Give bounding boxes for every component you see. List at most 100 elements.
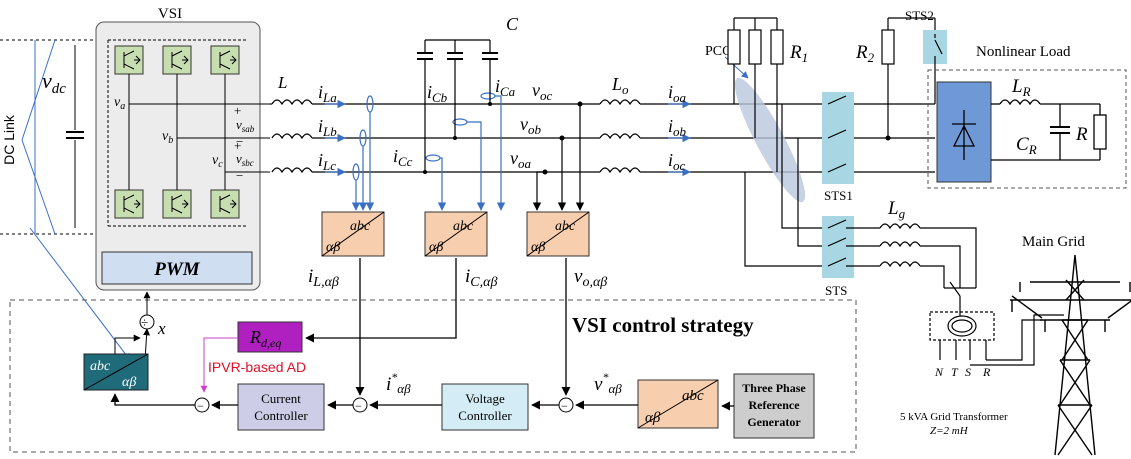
current-arrows (325, 99, 691, 177)
x-label: x (157, 319, 166, 338)
sts-switches (827, 219, 977, 288)
vo-alphabeta-label: vo,αβ (574, 266, 607, 290)
vsbc-label: vsbc (236, 151, 254, 168)
voa-label: voa (510, 148, 532, 171)
phase-R-label: R (982, 365, 991, 379)
grid-connection-lines (744, 104, 822, 267)
phase-S-label: S (965, 365, 971, 379)
vb-label: vb (162, 129, 173, 146)
iCc-label: iCc (393, 146, 413, 169)
iLb-label: iLb (318, 116, 337, 139)
svg-text:abc: abc (90, 359, 111, 374)
divider-symbol: ÷ (141, 315, 148, 330)
CR-label: CR (1016, 134, 1037, 157)
vob-label: vob (520, 114, 542, 137)
control-strategy-frame (9, 299, 857, 453)
capacitor-C-label: C (506, 14, 519, 34)
sts1-label: STS1 (824, 188, 853, 203)
rdeq-output-line (200, 337, 238, 393)
svg-text:Controller: Controller (458, 408, 512, 423)
iC-alphabeta-label: iC,αβ (465, 266, 497, 290)
svg-text:Three Phase: Three Phase (742, 381, 806, 395)
main-grid-label: Main Grid (1022, 234, 1085, 250)
svg-text:Voltage: Voltage (465, 391, 505, 406)
capacitor-bank (417, 39, 498, 172)
iLc-label: iLc (318, 150, 336, 173)
vsi-block: VSI (95, 6, 270, 291)
sts-label: STS (825, 283, 847, 298)
nonlinear-load: Nonlinear Load LR CR R (927, 44, 1127, 189)
ipvr-label: IPVR-based AD (208, 359, 306, 375)
current-sensors (352, 92, 496, 181)
phase-N-label: N (934, 365, 944, 379)
ioc-label: ioc (668, 150, 686, 173)
control-signal-lines (110, 258, 734, 411)
transform-block-vo: abc αβ (526, 211, 590, 257)
sum-sign: − (355, 399, 362, 413)
iL-alphabeta-label: iL,αβ (308, 266, 339, 290)
vsab-label: vsab (236, 117, 255, 134)
vc-label: vc (212, 153, 223, 170)
iCa-label: iCa (495, 76, 516, 99)
reference-generator-block (733, 373, 815, 439)
R-label: R (1075, 124, 1088, 145)
sum-sign: − (197, 399, 204, 413)
i-star-label: i*αβ (386, 370, 411, 396)
r2-node (885, 135, 891, 141)
iCb-label: iCb (427, 82, 448, 105)
vdc-label: vdc (42, 68, 66, 97)
pwm-label: PWM (153, 259, 201, 280)
inverse-transform-block: abc αβ (83, 353, 149, 391)
voc-label: voc (532, 80, 553, 103)
vsab-minus: − (236, 134, 243, 149)
svg-text:Current: Current (261, 391, 301, 406)
resistor-R1 (727, 17, 784, 172)
pcc-label: PCC (705, 44, 731, 59)
R2-label: R2 (855, 42, 875, 65)
svg-text:Controller: Controller (254, 408, 308, 423)
LR-label: LR (1011, 76, 1031, 99)
sts-box (822, 216, 854, 278)
pwm-box (101, 251, 253, 285)
inductor-L-label: L (277, 73, 287, 92)
sts1-switches (827, 95, 847, 173)
sum-sign: − (561, 399, 568, 413)
voltage-controller-block (441, 383, 529, 431)
vsab-plus: + (234, 103, 241, 118)
rdeq-label: Rd,eq (249, 327, 281, 350)
svg-text:αβ: αβ (122, 375, 136, 390)
rdeq-block (237, 321, 303, 353)
transform-block-iL: abc αβ (321, 211, 385, 257)
sts2-label: STS2 (905, 8, 934, 23)
svg-text:αβ: αβ (429, 240, 443, 255)
grid-impedance-label: Z=2 mH (930, 425, 969, 437)
Lo-label: Lo (611, 74, 629, 97)
transmission-tower-icon (1010, 254, 1131, 456)
svg-text:abc: abc (453, 219, 474, 234)
pcc-ellipse (734, 77, 806, 203)
vsbc-plus: + (234, 138, 241, 153)
vsi-box (95, 21, 261, 291)
svg-text:abc: abc (682, 388, 704, 404)
inductor-Lo-b (599, 133, 641, 140)
svg-text:αβ: αβ (531, 240, 545, 255)
sensor-signal-lines (351, 95, 506, 211)
svg-text:abc: abc (350, 219, 371, 234)
resistor-R2 (881, 17, 936, 138)
inductor-Lo-c (599, 167, 641, 174)
phase-T-label: T (951, 365, 959, 379)
svg-text:αβ: αβ (645, 410, 661, 426)
grid-transformer (929, 281, 1064, 366)
voltage-sense-lines (532, 104, 585, 211)
inductor-L-c (271, 167, 313, 174)
control-strategy-title: VSI control strategy (572, 313, 754, 337)
inductor-Lo-a (599, 99, 641, 106)
svg-text:Reference: Reference (748, 398, 800, 412)
svg-text:Nonlinear Load: Nonlinear Load (976, 44, 1071, 60)
voltage-nodes (423, 101, 583, 175)
ioa-label: ioa (668, 82, 687, 105)
svg-text:abc: abc (555, 219, 576, 234)
iob-label: iob (668, 116, 687, 139)
inv-transform-output-line (114, 334, 141, 354)
